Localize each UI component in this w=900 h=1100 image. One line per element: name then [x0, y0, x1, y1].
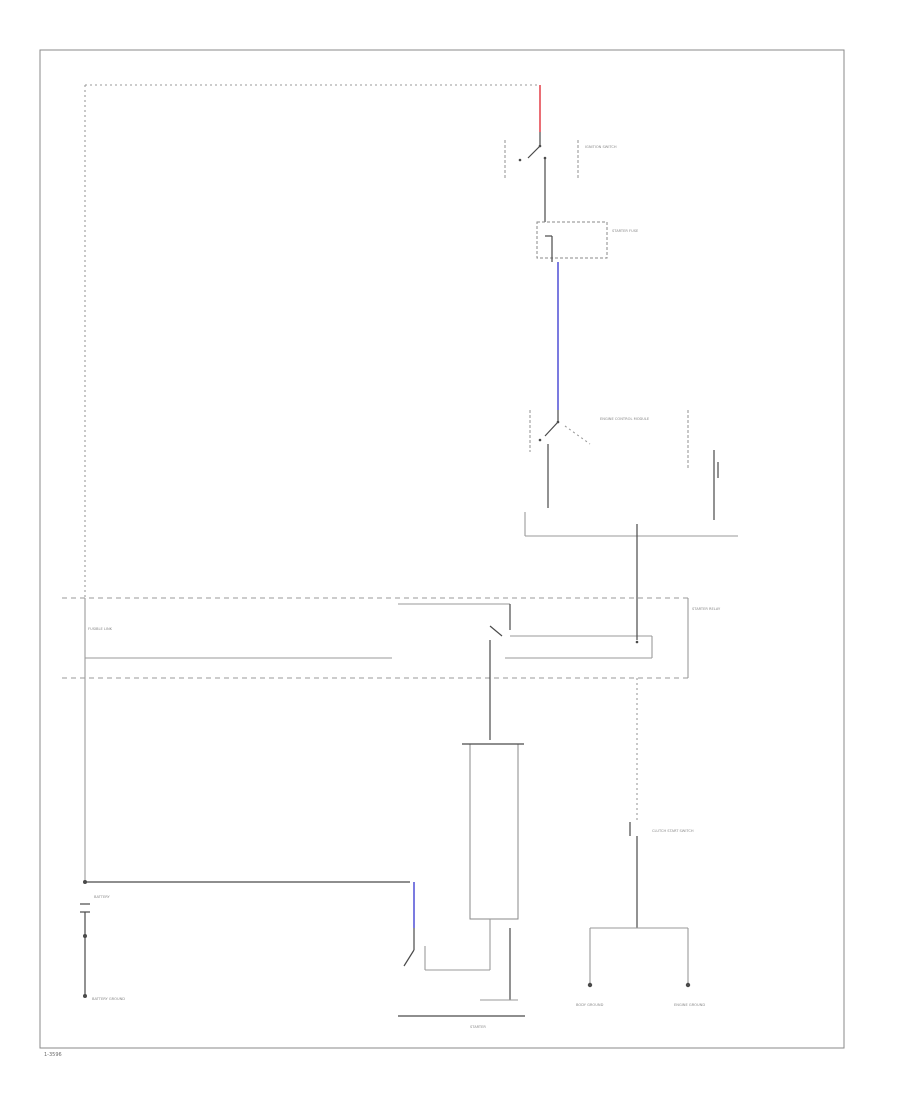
starter-motor: STARTER — [398, 928, 525, 1029]
starter-label: STARTER — [470, 1025, 486, 1029]
battery-ground-label: BATTERY GROUND — [92, 997, 125, 1001]
ignition-switch-label: IGNITION SWITCH — [585, 145, 617, 149]
fuse-block: STARTER FUSE — [536, 200, 639, 262]
clutch-switch: CLUTCH START SWITCH — [629, 678, 694, 928]
diagram-border — [39, 49, 845, 1049]
ecm-bus — [524, 512, 738, 600]
fuse-label: STARTER FUSE — [612, 229, 639, 233]
battery-label: BATTERY — [94, 895, 111, 899]
engine-ground-label: ENGINE GROUND — [674, 1003, 705, 1007]
starter-solenoid — [462, 743, 524, 1000]
ecm-label: ENGINE CONTROL MODULE — [600, 417, 650, 421]
ignition-switch: IGNITION SWITCH — [504, 132, 617, 200]
fusible-link-label: FUSIBLE LINK — [88, 627, 113, 631]
ecm-section: ENGINE CONTROL MODULE — [529, 410, 719, 520]
diagram-code: 1-3596 — [44, 1052, 62, 1058]
relay-label: STARTER RELAY — [692, 607, 721, 611]
body-ground-label: BODY GROUND — [576, 1003, 604, 1007]
battery-feed-wire — [84, 84, 540, 598]
ground-points: BODY GROUND ENGINE GROUND — [576, 927, 705, 1007]
battery: BATTERY BATTERY GROUND — [80, 880, 410, 1001]
starter-relay: STARTER RELAY FUSIBLE LINK — [62, 597, 721, 882]
clutch-switch-label: CLUTCH START SWITCH — [652, 829, 694, 833]
